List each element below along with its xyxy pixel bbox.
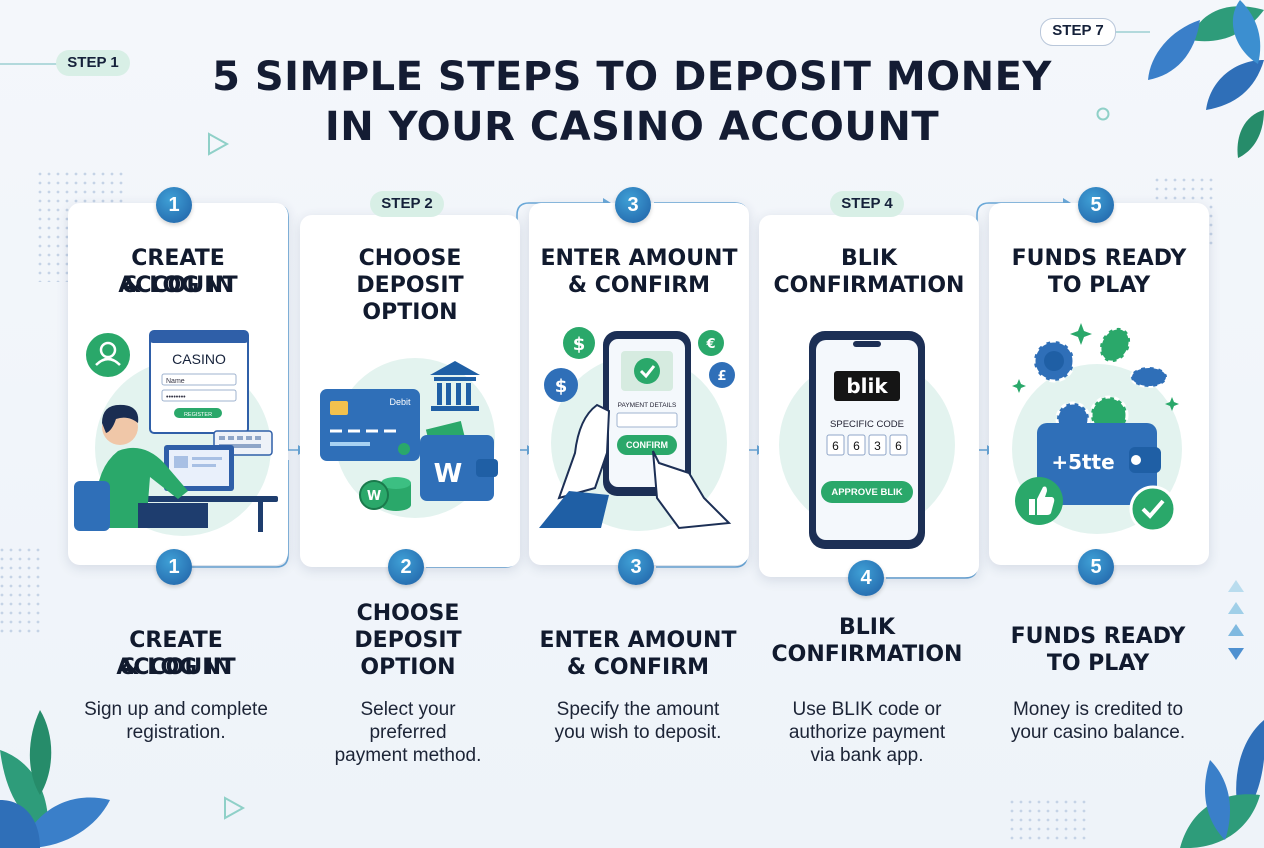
step-3-bottom-title: ENTER AMOUNT	[539, 628, 737, 653]
step-number-badge: 1	[156, 187, 192, 223]
card-title-line: CREATE ACCOUNT	[118, 246, 238, 298]
confirm-button-label: CONFIRM	[626, 440, 668, 450]
step-4-pill: STEP 4	[830, 191, 904, 217]
step-number-badge: 2	[388, 549, 424, 585]
pill-connector-line	[0, 63, 60, 65]
step-5-description: your casino balance.	[1010, 722, 1186, 743]
dot-grid-decoration	[1010, 800, 1090, 840]
step-2-bottom-title: CHOOSE	[356, 601, 460, 626]
step-5-bottom-title: FUNDS READY	[1010, 624, 1186, 649]
step-1-description: registration.	[126, 722, 226, 743]
step-number-badge: 5	[1078, 549, 1114, 585]
leaf-decoration-bottom-left	[0, 710, 110, 848]
step-1-bottom-title: CREATE ACCOUNT	[116, 628, 236, 680]
step-3-description: you wish to deposit.	[554, 722, 722, 743]
pound-coin: £	[717, 369, 726, 384]
card-title-line: DEPOSIT	[356, 273, 464, 298]
debit-label: Debit	[389, 397, 411, 407]
step-2-description: payment method.	[334, 745, 482, 766]
step-4-description: authorize payment	[788, 722, 946, 743]
page-title-line-1: 5 SIMPLE STEPS TO DEPOSIT MONEY	[212, 54, 1052, 100]
card-title-line: ENTER AMOUNT	[540, 246, 738, 271]
step-card-3: ENTER AMOUNT & CONFIRM $ $ € £ PAYMENT D…	[529, 203, 749, 565]
card-title-line: CHOOSE	[358, 246, 462, 271]
wallet-logo: W	[434, 459, 463, 489]
leaf-decoration-bottom-right	[1180, 720, 1264, 848]
page-title-line-2: IN YOUR CASINO ACCOUNT	[324, 104, 940, 150]
deposit-option-illustration: Debit W W	[320, 358, 498, 518]
step-card-4: BLIK CONFIRMATION blik SPECIFIC CODE 6 6…	[759, 215, 979, 577]
step-1-description: Sign up and complete	[84, 699, 268, 720]
enter-amount-illustration: $ $ € £ PAYMENT DETAILS CONFIRM	[539, 327, 735, 531]
card-title-line: FUNDS READY	[1011, 246, 1187, 271]
step-4-description: via bank app.	[810, 745, 924, 766]
step-2-bottom-title: OPTION	[360, 655, 456, 680]
balance-amount: +5tte	[1051, 450, 1114, 474]
blik-confirmation-illustration: blik SPECIFIC CODE 6 6 3 6 APPROVE BLIK	[779, 331, 955, 549]
step-number-badge: 4	[848, 560, 884, 596]
step-2-description: preferred	[369, 722, 447, 743]
step-4-bottom-title: BLIK	[838, 615, 896, 640]
ring-decoration	[1096, 107, 1110, 121]
step-5-description: Money is credited to	[1012, 699, 1184, 720]
leaf-decoration-top-right	[1148, 0, 1264, 158]
card-title-line: & CONFIRM	[567, 273, 711, 298]
casino-label: CASINO	[172, 351, 226, 367]
funds-ready-illustration: +5tte	[1012, 323, 1182, 534]
step-2-description: Select your	[360, 699, 456, 720]
step-5-bottom-title: TO PLAY	[1046, 651, 1150, 676]
card-title-line: BLIK	[840, 246, 898, 271]
specific-code-label: SPECIFIC CODE	[830, 419, 904, 430]
step-card-2: CHOOSE DEPOSIT OPTION Debit W W	[300, 215, 520, 567]
step-3-description: Specify the amount	[556, 699, 720, 720]
dollar-coin: $	[555, 376, 568, 397]
step-number-badge: 5	[1078, 187, 1114, 223]
payment-details-label: PAYMENT DETAILS	[618, 402, 677, 409]
code-digit: 6	[832, 439, 839, 453]
euro-coin: €	[705, 337, 715, 352]
step-7-pill: STEP 7	[1040, 18, 1116, 46]
step-number-badge: 1	[156, 549, 192, 585]
step-1-bottom-title: & LOG IN	[120, 655, 232, 680]
register-button-label: REGISTER	[184, 412, 212, 418]
password-mask: ••••••••	[166, 394, 186, 401]
card-title-line: CONFIRMATION	[773, 273, 965, 298]
step-3-bottom-title: & CONFIRM	[566, 655, 710, 680]
step-4-bottom-title: CONFIRMATION	[771, 642, 963, 667]
step-2-bottom-title: DEPOSIT	[354, 628, 462, 653]
code-digit: 6	[853, 439, 860, 453]
card-title-line: & LOG IN	[122, 273, 234, 298]
step-card-1: CREATE ACCOUNT & LOG IN CASINO Name ••••…	[68, 203, 288, 565]
card-title-line: OPTION	[362, 300, 458, 325]
play-triangle-decoration	[208, 132, 230, 156]
step-number-badge: 3	[618, 549, 654, 585]
triangle-stack-decoration	[1228, 580, 1244, 660]
step-number-badge: 3	[615, 187, 651, 223]
step-1-pill: STEP 1	[56, 50, 130, 76]
blik-logo: blik	[846, 374, 888, 398]
dot-grid-decoration	[0, 548, 40, 638]
approve-blik-label: APPROVE BLIK	[831, 487, 902, 498]
card-title-line: TO PLAY	[1047, 273, 1151, 298]
code-digit: 6	[895, 439, 902, 453]
step-2-pill: STEP 2	[370, 191, 444, 217]
step-4-description: Use BLIK code or	[792, 699, 942, 720]
step-card-5: FUNDS READY TO PLAY +5tte	[989, 203, 1209, 565]
play-triangle-decoration	[224, 796, 246, 820]
pill-connector-line	[1116, 31, 1150, 33]
code-digit: 3	[874, 439, 881, 453]
create-account-illustration: CASINO Name •••••••• REGISTER	[74, 330, 278, 536]
dollar-coin: $	[573, 334, 586, 355]
name-field-label: Name	[166, 378, 185, 385]
coin-logo: W	[367, 489, 381, 504]
